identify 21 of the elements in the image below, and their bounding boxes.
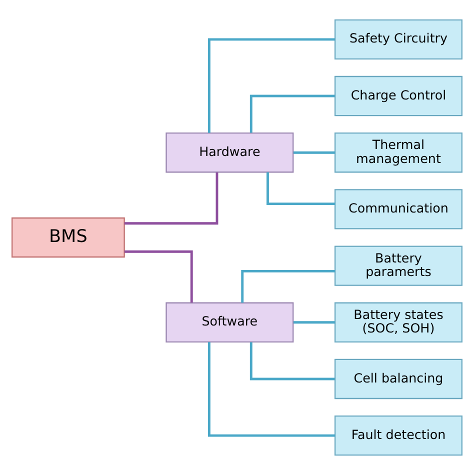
node-box: Battery paramerts (334, 245, 462, 286)
connector (294, 150, 335, 154)
connector (124, 172, 218, 224)
connector (241, 269, 335, 302)
connector (208, 342, 335, 436)
node-box: Fault detection (334, 414, 462, 456)
connector (266, 172, 336, 205)
node-box: Communication (334, 188, 462, 229)
connector (208, 38, 335, 132)
connector (250, 94, 335, 132)
connector (294, 320, 335, 324)
node-box: BMS (12, 216, 125, 258)
node-box: Charge Control (334, 75, 462, 116)
node-box: Safety Circuitry (334, 18, 462, 60)
node-box: Cell balancing (334, 358, 462, 399)
connector (124, 250, 193, 302)
node-box: Software (166, 302, 294, 342)
connector (250, 342, 335, 380)
node-box: Thermal management (334, 132, 462, 172)
node-box: Hardware (166, 132, 294, 172)
node-box: Battery states (SOC, SOH) (334, 302, 462, 342)
